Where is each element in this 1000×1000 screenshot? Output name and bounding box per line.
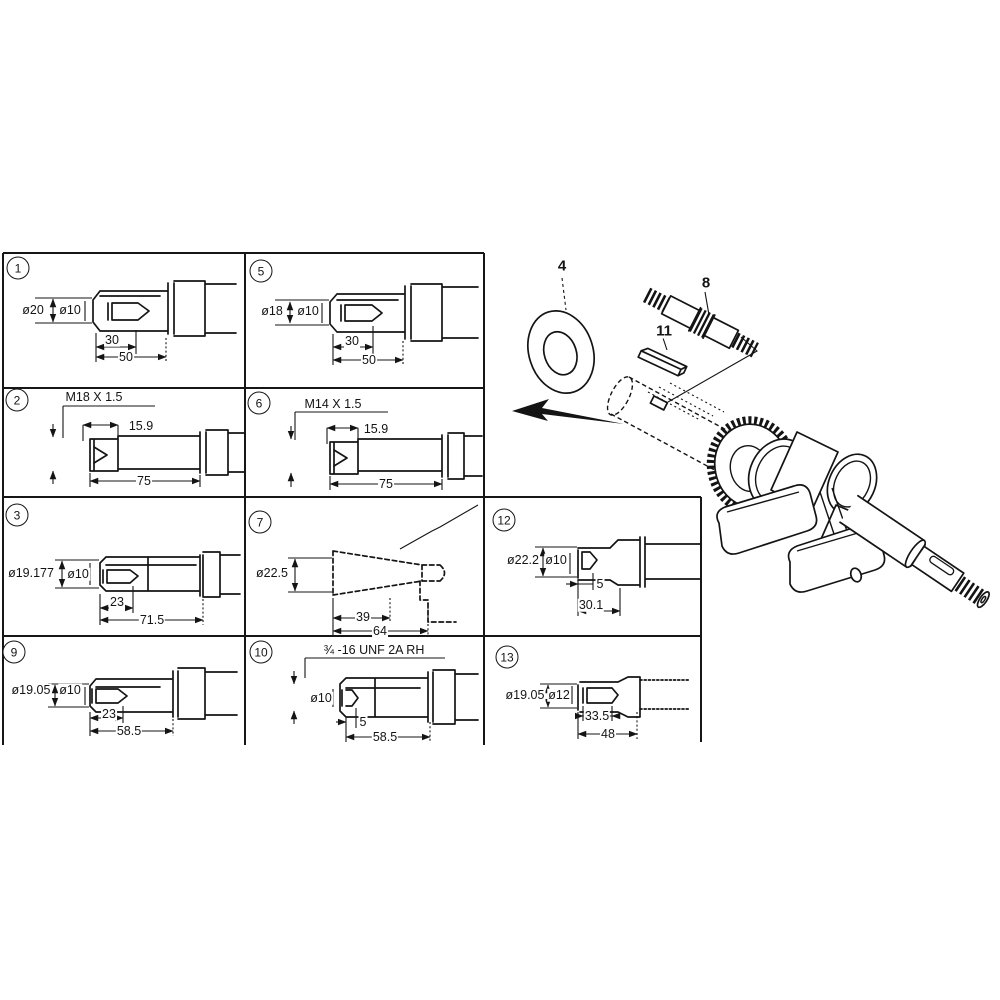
- cell5-len-b-label: 50: [361, 352, 377, 367]
- cell7-len-b-label: 64: [372, 623, 388, 638]
- cell12-len-b-label: 30.1: [577, 597, 605, 612]
- cell-badge-3: 3: [5, 503, 29, 527]
- cell1-inner-dia-label: ø10: [58, 302, 82, 317]
- cell-10-threaded-shaft-drawing: [290, 657, 479, 742]
- cell-badge-12: 12: [492, 508, 516, 532]
- assembly-direction-arrow: [512, 399, 624, 424]
- cell5-outer-dia-label: ø18: [260, 303, 284, 318]
- crank-web-right: [826, 453, 878, 515]
- stud-leader-line: [704, 291, 710, 316]
- cell-12-shaft-drawing: [535, 536, 701, 616]
- key-label-leader: [662, 337, 668, 351]
- key-seat-notch: [649, 395, 669, 411]
- crankshaft-drawing: [706, 416, 990, 609]
- cell10-len-a-label: 5: [358, 714, 368, 729]
- cell-9-shaft-drawing: [48, 667, 238, 736]
- cell10-len-b-label: 58.5: [371, 729, 399, 744]
- cell10-thread-label: ¾ -16 UNF 2A RH: [322, 642, 426, 657]
- phantom-shaft: [606, 336, 764, 475]
- stud-drawing: [642, 287, 759, 358]
- cell3-len-b-label: 71.5: [138, 612, 166, 627]
- cell5-inner-dia-label: ø10: [296, 303, 320, 318]
- part-label-washer: 4: [556, 257, 568, 275]
- cell9-inner-dia-label: ø10: [58, 682, 82, 697]
- cell2-len-a-label: 15.9: [127, 418, 155, 433]
- cell3-len-a-label: 23: [109, 594, 125, 609]
- cell13-outer-dia-label: ø19.05: [504, 687, 546, 702]
- cell1-outer-dia-label: ø20: [21, 302, 45, 317]
- cell-2-threaded-shaft-drawing: [49, 405, 245, 487]
- keyway-slot: [929, 555, 955, 576]
- cell12-inner-dia-label: ø10: [544, 552, 568, 567]
- cell2-thread-label: M18 X 1.5: [64, 389, 124, 404]
- cell-badge-7: 7: [248, 510, 272, 534]
- cell-6-threaded-shaft-drawing: [287, 411, 483, 490]
- cell3-outer-dia-label: ø19.177: [7, 565, 55, 580]
- cell1-len-b-label: 50: [118, 349, 134, 364]
- cell12-outer-dia-label: ø22.2: [506, 552, 540, 567]
- output-shaft-end: [839, 494, 990, 609]
- cell-1-shaft-drawing: [35, 280, 237, 362]
- cell10-inner-dia-label: ø10: [309, 690, 333, 705]
- cell-badge-2: 2: [5, 388, 29, 412]
- cell2-len-b-label: 75: [136, 473, 152, 488]
- cell9-outer-dia-label: ø19.05: [10, 682, 52, 697]
- counterweight-hole: [849, 567, 863, 583]
- cell1-len-a-label: 30: [104, 332, 120, 347]
- cell6-thread-label: M14 X 1.5: [303, 396, 363, 411]
- cell9-len-a-label: 23: [101, 706, 117, 721]
- part-label-key: 11: [655, 322, 673, 340]
- cell9-len-b-label: 58.5: [115, 723, 143, 738]
- cell-badge-5: 5: [249, 259, 273, 283]
- cell6-len-b-label: 75: [378, 476, 394, 491]
- cell3-inner-dia-label: ø10: [66, 566, 90, 581]
- cell-7-tapered-shaft-drawing: [288, 504, 479, 636]
- cell5-len-a-label: 30: [344, 333, 360, 348]
- washer-leader-line: [561, 277, 567, 311]
- cell13-len-a-label: 33.5: [583, 708, 611, 723]
- exploded-view-drawing: [512, 277, 990, 609]
- cell-badge-1: 1: [6, 256, 30, 280]
- cell6-len-a-label: 15.9: [362, 421, 390, 436]
- cell7-outer-dia-label: ø22.5: [255, 565, 289, 580]
- cell7-len-a-label: 39: [355, 609, 371, 624]
- washer-drawing: [527, 309, 595, 395]
- table-grid-lines: [2, 252, 702, 745]
- cell-badge-9: 9: [2, 640, 26, 664]
- shaft-thread: [954, 576, 988, 607]
- cell-3-shaft-drawing: [55, 551, 241, 625]
- cell-badge-6: 6: [247, 391, 271, 415]
- cell13-len-b-label: 48: [600, 726, 616, 741]
- cell13-inner-dia-label: ø12: [547, 687, 571, 702]
- key-drawing: [637, 347, 688, 377]
- part-label-stud: 8: [700, 274, 712, 292]
- cell-badge-13: 13: [495, 645, 519, 669]
- counterweight-left: [716, 484, 818, 555]
- counterweight-right: [787, 523, 886, 593]
- cell-badge-10: 10: [249, 640, 273, 664]
- cell12-len-a-label: 5: [595, 576, 605, 591]
